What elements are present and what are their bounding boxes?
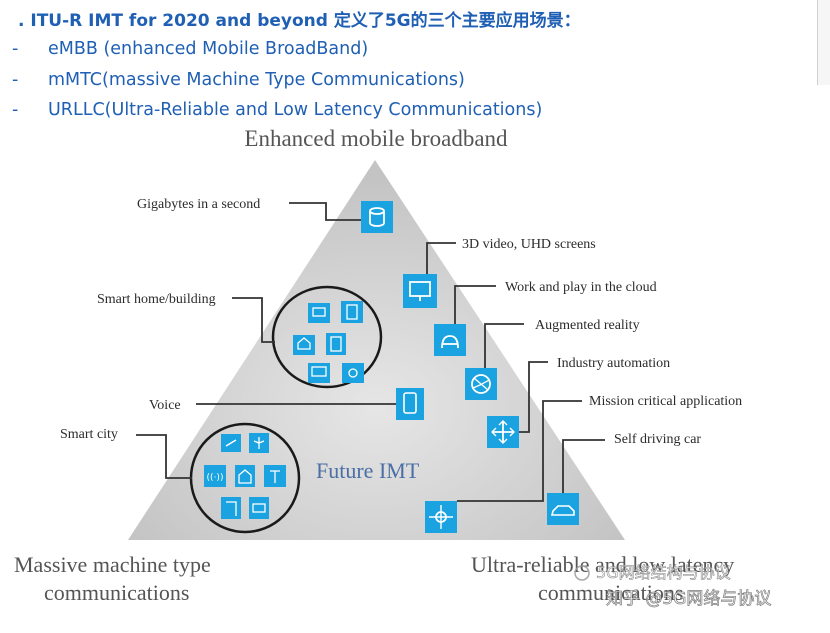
watermark: 5G网络结构与协议 知乎 @5G网络与协议 bbox=[574, 563, 772, 609]
mission-critical-icon bbox=[425, 501, 457, 533]
label-smart-city: Smart city bbox=[60, 427, 118, 442]
scrollbar-track[interactable] bbox=[817, 0, 830, 85]
industry-automation-icon bbox=[487, 416, 519, 448]
database-icon bbox=[361, 201, 393, 233]
svg-text:((·)): ((·)) bbox=[207, 473, 224, 483]
tv-icon bbox=[308, 363, 330, 383]
label-smart-home: Smart home/building bbox=[97, 292, 216, 307]
appliance-icon bbox=[326, 333, 346, 355]
camera-icon bbox=[342, 363, 364, 383]
bottom-right-title-line2: communications bbox=[538, 580, 683, 605]
label-cloud: Work and play in the cloud bbox=[505, 280, 657, 295]
label-industry: Industry automation bbox=[557, 356, 670, 371]
label-video: 3D video, UHD screens bbox=[462, 237, 596, 252]
connector-smart-home bbox=[232, 297, 275, 343]
wechat-icon bbox=[574, 565, 590, 581]
connector-mission bbox=[457, 400, 582, 502]
connector-industry bbox=[517, 361, 548, 433]
truck-icon bbox=[249, 497, 269, 519]
bottom-right-title-line1: Ultra-reliable and low latency bbox=[471, 552, 734, 577]
label-ar: Augmented reality bbox=[535, 318, 640, 333]
monitor-icon bbox=[403, 274, 437, 308]
gamepad-icon bbox=[434, 324, 466, 356]
connector-cloud bbox=[454, 285, 496, 324]
meter-icon bbox=[221, 497, 241, 519]
building-icon bbox=[235, 465, 255, 487]
bullet-mmtc: -mMTC(massive Machine Type Communication… bbox=[12, 70, 465, 90]
label-voice: Voice bbox=[149, 398, 181, 413]
top-title: Enhanced mobile broadband bbox=[244, 126, 508, 151]
label-car: Self driving car bbox=[614, 432, 701, 447]
page-heading: . ITU-R IMT for 2020 and beyond 定义了5G的三个… bbox=[18, 11, 581, 31]
label-mission: Mission critical application bbox=[589, 394, 742, 409]
connector-gigabytes bbox=[289, 202, 361, 221]
signal-icon bbox=[204, 465, 226, 487]
bottom-left-title-line1: Massive machine type bbox=[14, 552, 211, 577]
icon-set: ((·)) bbox=[204, 201, 579, 533]
connector-car bbox=[562, 439, 605, 493]
self-driving-car-icon bbox=[547, 493, 579, 525]
watermark-line1: 5G网络结构与协议 bbox=[596, 563, 731, 582]
connector-video bbox=[426, 242, 456, 274]
label-gigabytes: Gigabytes in a second bbox=[137, 197, 260, 212]
connector-smart-city bbox=[136, 434, 192, 479]
smart-home-group-circle bbox=[271, 285, 383, 389]
center-title: Future IMT bbox=[316, 458, 420, 483]
bullet-embb: -eMBB (enhanced Mobile BroadBand) bbox=[12, 39, 369, 59]
bullet-urllc: -URLLC(Ultra-Reliable and Low Latency Co… bbox=[12, 100, 543, 120]
fridge-icon bbox=[341, 301, 363, 323]
phone-icon bbox=[396, 388, 424, 420]
house-icon bbox=[293, 335, 315, 355]
desktop-icon bbox=[308, 303, 330, 323]
watermark-line2: 知乎 @5G网络与协议 bbox=[606, 589, 771, 609]
bottom-left-title-line2: communications bbox=[44, 580, 189, 605]
connector-ar bbox=[484, 323, 524, 368]
augmented-reality-icon bbox=[465, 368, 497, 400]
